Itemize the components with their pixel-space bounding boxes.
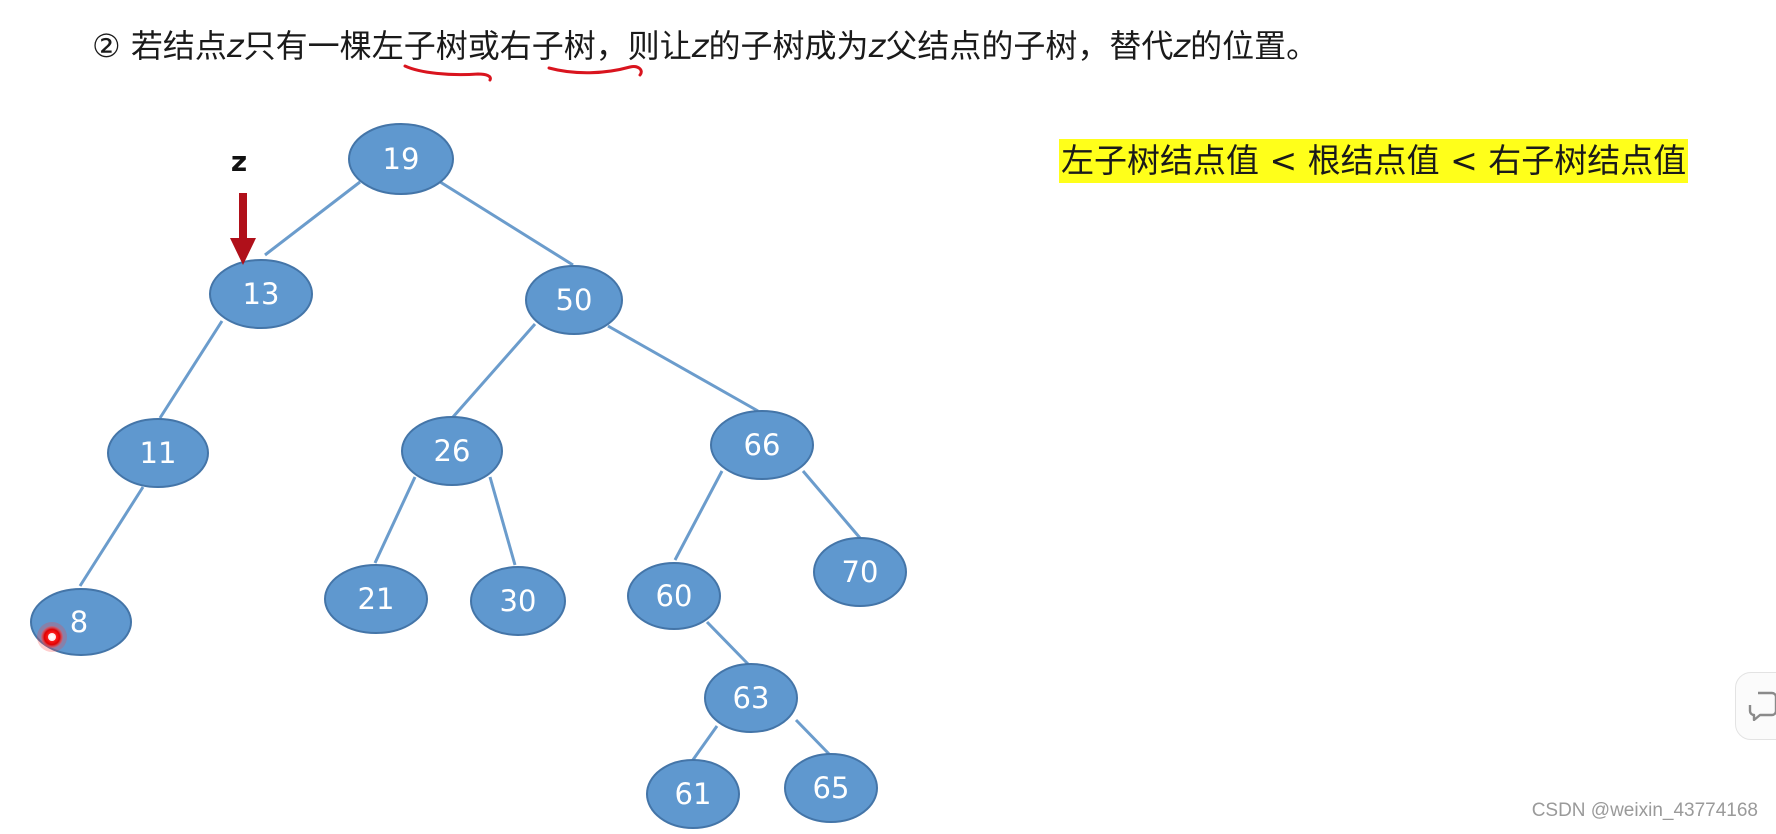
node-label: 63 (733, 681, 770, 715)
bst-property-highlight: 左子树结点值 < 根结点值 < 右子树结点值 (1059, 139, 1689, 183)
tree-node-63: 63 (704, 663, 798, 733)
tree-edge (673, 470, 724, 561)
tree-edges (78, 178, 862, 765)
tree-node-21: 21 (324, 564, 428, 634)
tree-node-19: 19 (348, 123, 454, 195)
node-label: 8 (70, 605, 88, 639)
node-label: 13 (243, 277, 280, 311)
node-label: 61 (675, 777, 712, 811)
tree-edge (607, 324, 759, 413)
tree-node-11: 11 (107, 418, 209, 488)
tree-node-26: 26 (401, 416, 503, 486)
tree-edge (801, 470, 862, 539)
tree-node-30: 30 (470, 566, 566, 636)
var-z: z (691, 27, 709, 65)
tree-edge (264, 180, 361, 257)
var-z: z (1173, 27, 1191, 65)
tree-edge (688, 725, 719, 765)
tree-edge (488, 476, 517, 566)
var-z: z (226, 27, 244, 65)
tree-node-50: 50 (525, 265, 623, 335)
tree-node-60: 60 (627, 562, 721, 630)
tree-node-65: 65 (784, 753, 878, 823)
pointer-arrow-icon (230, 193, 256, 265)
node-label: 50 (556, 283, 593, 317)
right-subtree-underline (547, 65, 643, 77)
heading-text: ② 若结点z只有一棵左子树或右子树，则让z的子树成为z父结点的子树，替代z的位置… (92, 27, 1319, 65)
tree-node-61: 61 (646, 759, 740, 829)
node-label: 21 (358, 582, 395, 616)
node-label: 11 (140, 436, 177, 470)
node-label: 60 (656, 579, 693, 613)
node-label: 19 (383, 142, 420, 176)
watermark: CSDN @weixin_43774168 (1531, 800, 1758, 821)
pointer-label: z (231, 145, 247, 178)
left-subtree-underline (403, 64, 492, 82)
tree-edge (78, 486, 145, 587)
node-label: 26 (434, 434, 471, 468)
tree-node-70: 70 (813, 537, 907, 607)
tree-edge (158, 320, 224, 419)
node-label: 30 (500, 584, 537, 618)
left-subtree-term: 左子树 (371, 27, 468, 65)
chat-bubble-icon (1748, 691, 1776, 721)
floating-side-widget[interactable] (1735, 672, 1776, 740)
node-label: 66 (744, 428, 781, 462)
red-dot-cursor-icon (37, 622, 67, 652)
tree-edge (451, 323, 537, 418)
step-marker: ② (92, 27, 121, 65)
tree-node-66: 66 (710, 410, 814, 480)
tree-edge (436, 178, 574, 267)
tree-edge (705, 620, 750, 666)
tree-edge (794, 718, 832, 757)
var-z: z (868, 27, 886, 65)
tree-edge (373, 476, 417, 564)
node-label: 65 (813, 771, 850, 805)
tree-node-13: 13 (209, 259, 313, 329)
right-subtree-term: 右子树 (499, 27, 596, 65)
node-label: 70 (842, 555, 879, 589)
